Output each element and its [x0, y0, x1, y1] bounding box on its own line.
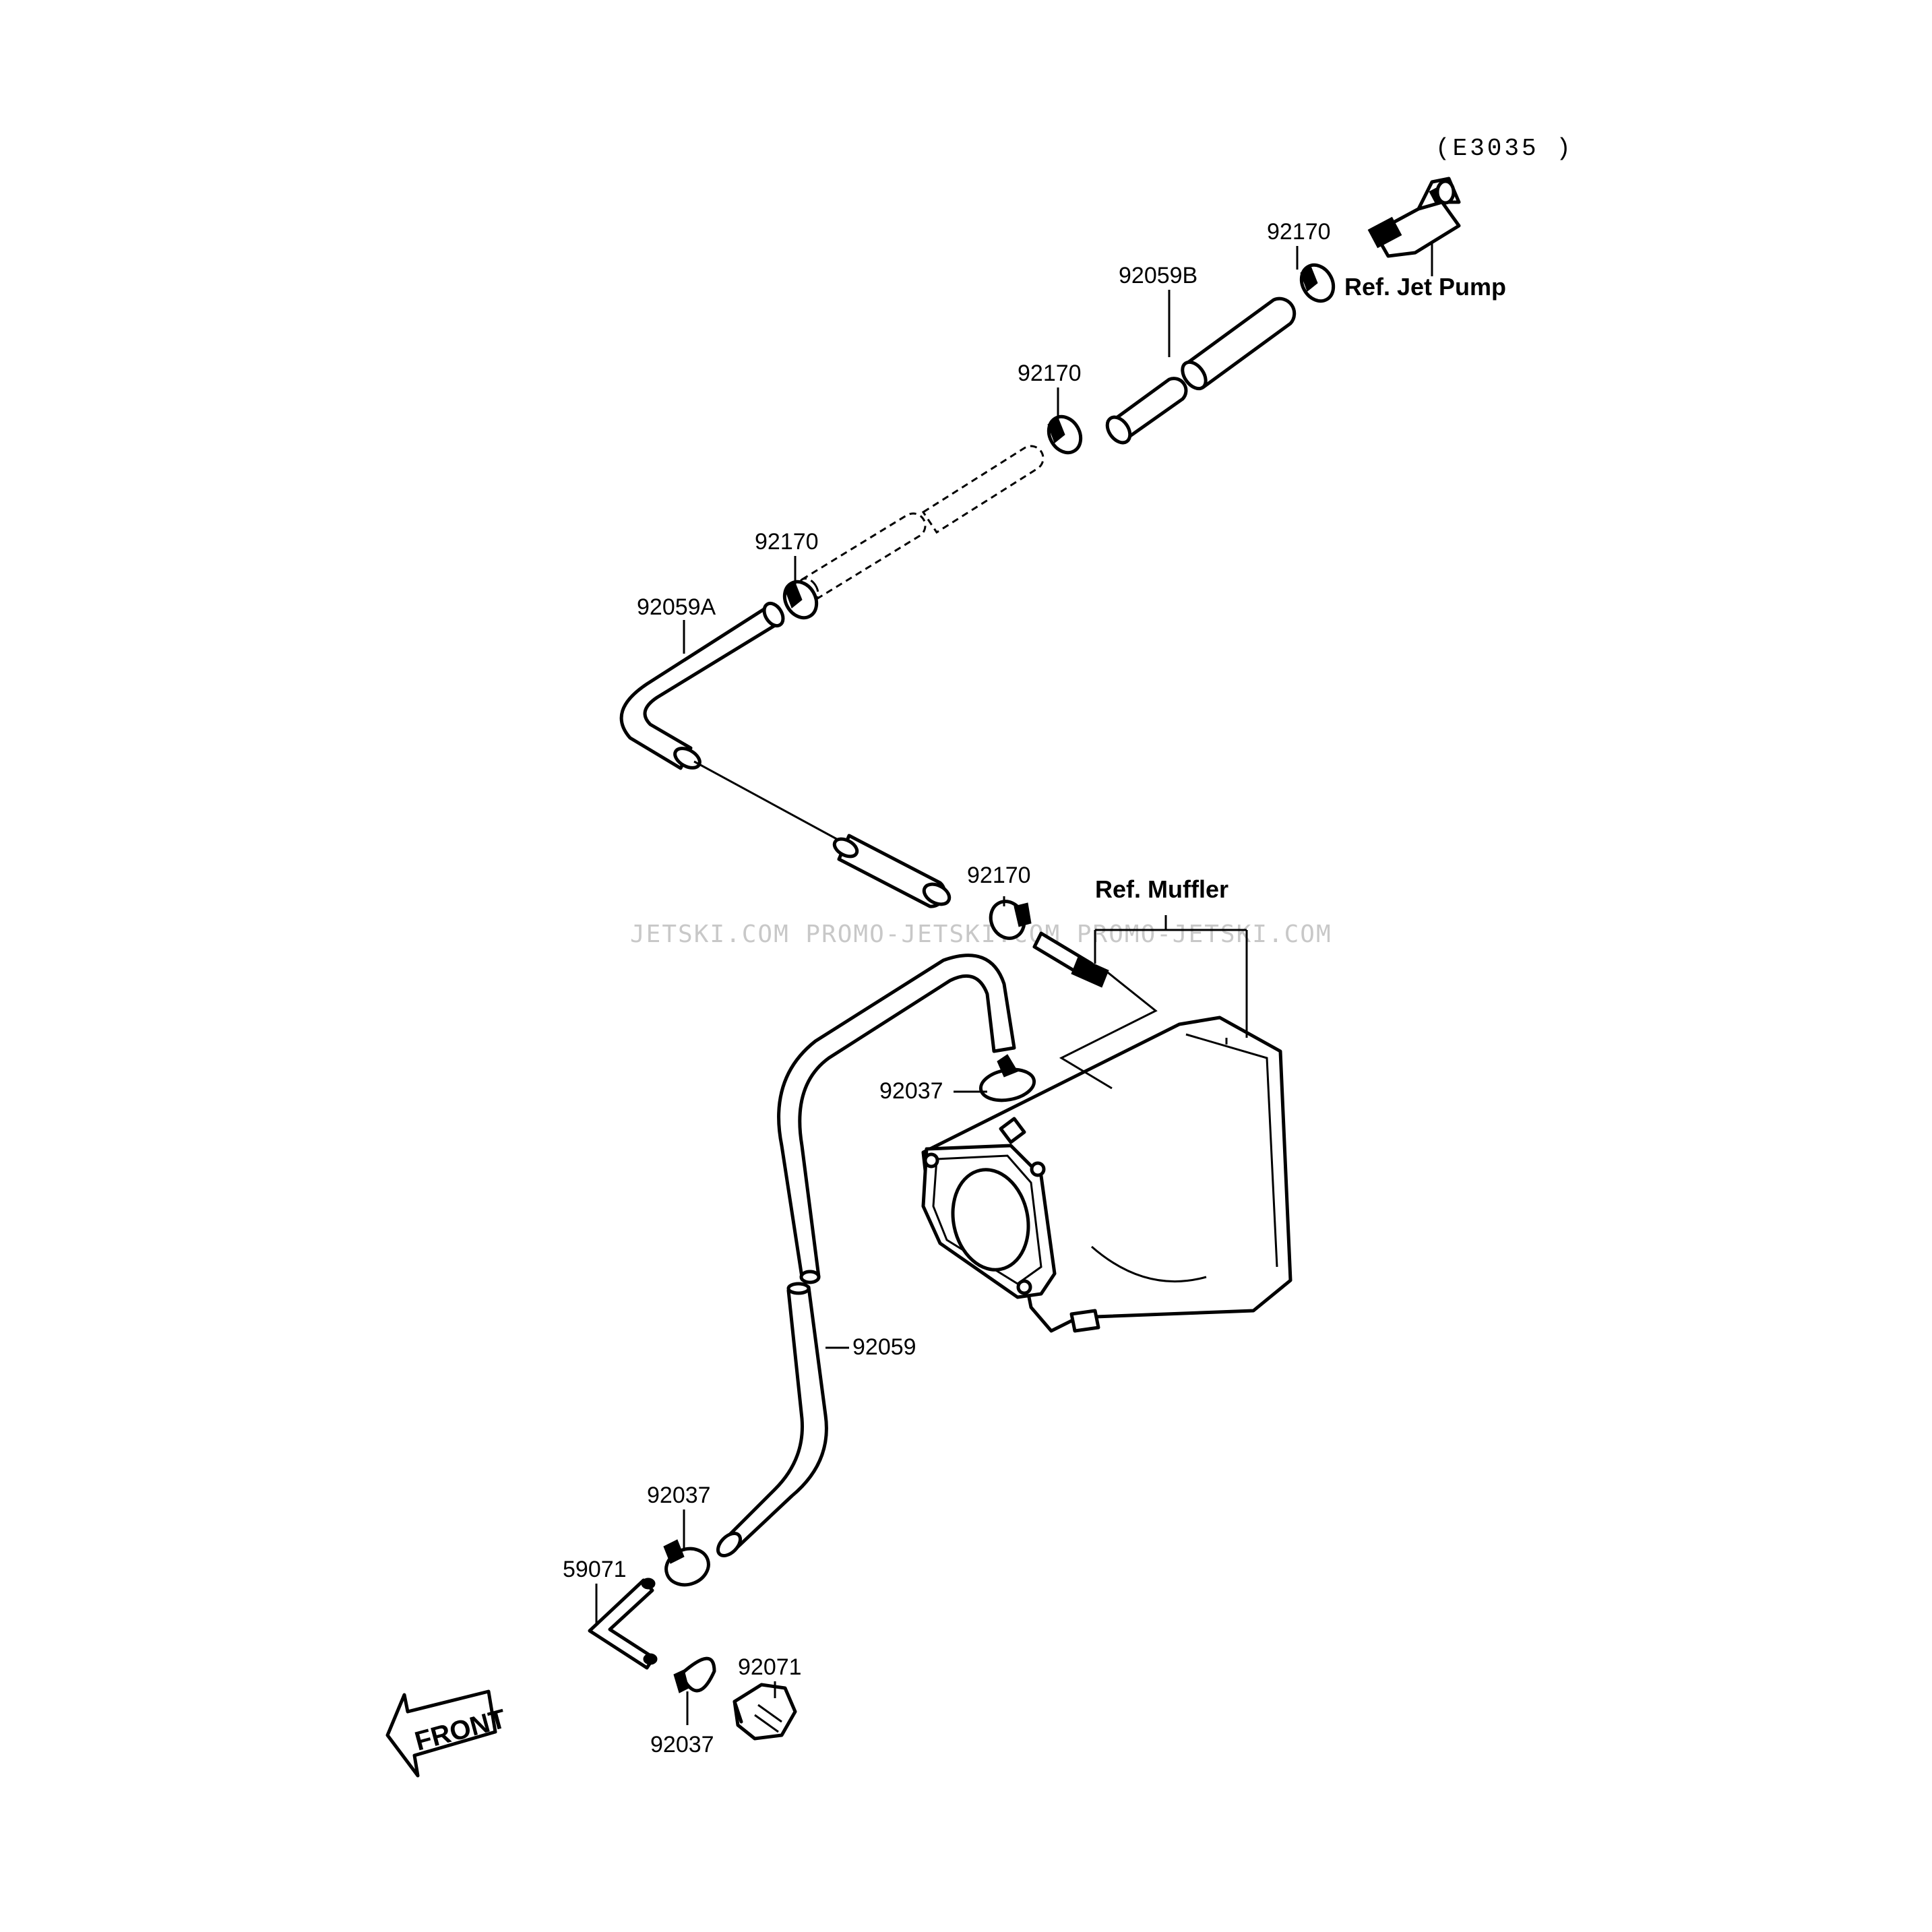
- hose-92059: [716, 954, 1016, 1557]
- pipe-59071: [588, 1578, 658, 1670]
- clamp-92170-second: [1047, 414, 1083, 455]
- label-92037-bottom: 92037: [650, 1732, 714, 1757]
- muffler-nipple: [1032, 931, 1109, 988]
- hose-92059a: [619, 601, 952, 908]
- hose-92059b: [1105, 297, 1297, 445]
- dashed-hose-phantom: [798, 445, 1045, 602]
- label-92059a: 92059A: [637, 594, 716, 620]
- leader-lines: [595, 243, 1433, 1725]
- label-92170-fourth: 92170: [967, 863, 1031, 888]
- label-ref-muffler: Ref. Muffler: [1095, 875, 1228, 903]
- label-92170-top: 92170: [1267, 219, 1331, 245]
- clamp-92037-muffler: [978, 1054, 1036, 1102]
- label-92170-second: 92170: [1018, 361, 1082, 386]
- label-59071: 59071: [563, 1557, 627, 1582]
- clamp-92037-bottom: [673, 1656, 716, 1693]
- clamp-92170-third: [782, 580, 819, 620]
- muffler-ref-bracket: [1059, 915, 1248, 1090]
- label-92037-lower: 92037: [647, 1483, 711, 1508]
- label-92037-muffler: 92037: [879, 1078, 943, 1104]
- label-ref-jet-pump: Ref. Jet Pump: [1344, 273, 1506, 301]
- cap-92071: [733, 1683, 797, 1741]
- label-92170-third: 92170: [755, 529, 819, 555]
- watermark: JETSKI.COM PROMO-JETSKI.COM PROMO-JETSKI…: [630, 921, 1332, 948]
- label-92071: 92071: [738, 1654, 802, 1680]
- label-92059b: 92059B: [1119, 263, 1197, 288]
- clamp-92037-lower: [663, 1539, 710, 1587]
- clamp-92170-top: [1299, 263, 1336, 303]
- label-92059: 92059: [852, 1334, 916, 1360]
- muffler: [921, 1016, 1292, 1333]
- front-arrow: FRONT: [385, 1689, 509, 1778]
- diagram-code: (E3035 ): [1435, 135, 1573, 162]
- clamp-92170-fourth: [989, 900, 1032, 940]
- jet-pump-fitting: [1367, 177, 1461, 258]
